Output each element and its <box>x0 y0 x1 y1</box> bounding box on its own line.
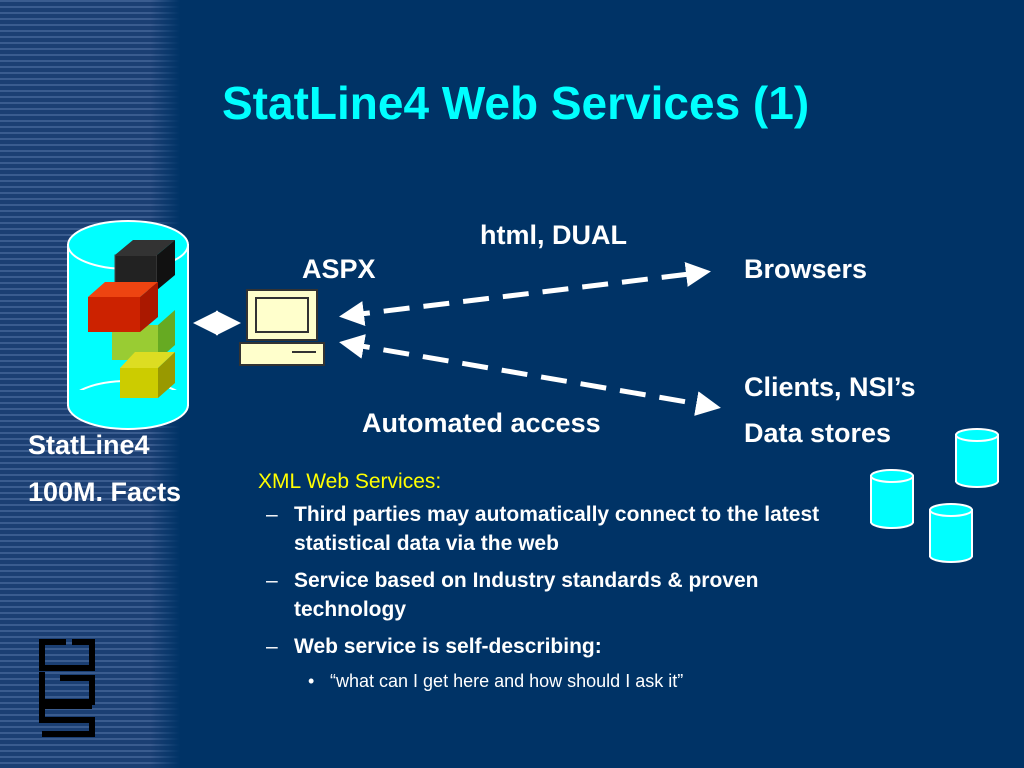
cbs-logo <box>39 639 95 737</box>
slide-title: StatLine4 Web Services (1) <box>222 77 810 129</box>
computer-icon <box>239 289 325 366</box>
facts-label: 100M. Facts <box>28 477 182 507</box>
clients-arrow <box>339 334 721 416</box>
list-item: Service based on Industry standards & pr… <box>258 566 828 624</box>
data-store-cylinder-icon <box>955 428 999 488</box>
browsers-arrow <box>339 262 711 326</box>
data-stores-label: Data stores <box>744 418 892 448</box>
automated-access-label: Automated access <box>362 408 601 438</box>
data-cubes-icon <box>88 240 175 398</box>
list-item: Web service is self-describing: <box>258 632 828 661</box>
browsers-label: Browsers <box>744 254 868 284</box>
data-store-cylinder-icon <box>929 503 973 563</box>
list-item: Third parties may automatically connect … <box>258 500 828 558</box>
html-dual-label: html, DUAL <box>480 220 627 250</box>
data-store-cylinder-icon <box>870 469 914 529</box>
aspx-label: ASPX <box>302 254 376 284</box>
xml-web-services-list: XML Web Services: Third parties may auto… <box>258 470 828 693</box>
clients-label: Clients, NSI’s <box>744 372 916 402</box>
list-sub-item: “what can I get here and how should I as… <box>258 669 828 693</box>
list-heading: XML Web Services: <box>258 470 442 493</box>
statline-label: StatLine4 <box>28 430 150 460</box>
